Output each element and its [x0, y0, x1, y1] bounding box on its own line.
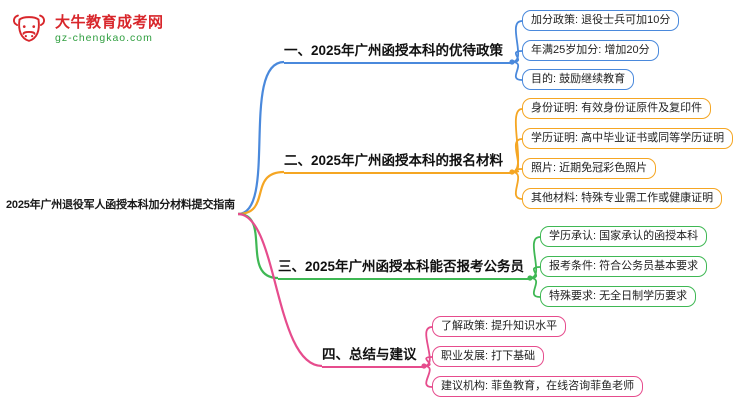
link-branch1-leaf	[511, 20, 523, 63]
branch-2-label[interactable]: 二、2025年广州函授本科的报名材料	[284, 151, 512, 174]
branch-1-label[interactable]: 一、2025年广州函授本科的优待政策	[284, 41, 512, 64]
leaf-degree-recognition[interactable]: 学历承认: 国家承认的函授本科	[540, 226, 708, 247]
leaf-purpose[interactable]: 目的: 鼓励继续教育	[522, 69, 635, 90]
branch-4-label[interactable]: 四、总结与建议	[322, 345, 424, 368]
logo-text-block: 大牛教育成考网 gz-chengkao.com	[55, 14, 164, 45]
leaf-education-proof[interactable]: 学历证明: 高中毕业证书或同等学历证明	[522, 128, 734, 149]
leaf-special-require[interactable]: 特殊要求: 无全日制学历要求	[540, 286, 697, 307]
leaf-bonus-policy[interactable]: 加分政策: 退役士兵可加10分	[522, 10, 680, 31]
link-root-branch2	[237, 170, 285, 216]
logo-site-url: gz-chengkao.com	[55, 31, 153, 44]
link-branch1-leaf	[511, 61, 523, 81]
leaf-identity-proof[interactable]: 身份证明: 有效身份证原件及复印件	[522, 98, 712, 119]
site-logo[interactable]: 大牛教育成考网 gz-chengkao.com	[10, 10, 164, 48]
root-node[interactable]: 2025年广州退役军人函授本科加分材料提交指南	[6, 199, 235, 211]
leaf-exam-conditions[interactable]: 报考条件: 符合公务员基本要求	[540, 256, 708, 277]
link-root-branch1	[237, 60, 285, 216]
leaf-other-materials[interactable]: 其他材料: 特殊专业需工作或健康证明	[522, 188, 723, 209]
branch-3-label[interactable]: 三、2025年广州函授本科能否报考公务员	[278, 257, 530, 280]
leaf-age-bonus[interactable]: 年满25岁加分: 增加20分	[522, 40, 659, 61]
link-branch3-leaf	[529, 277, 541, 298]
leaf-recommend-org[interactable]: 建议机构: 菲鱼教育，在线咨询菲鱼老师	[432, 376, 644, 397]
link-branch4-leaf	[423, 365, 433, 388]
leaf-photo[interactable]: 照片: 近期免冠彩色照片	[522, 158, 657, 179]
link-root-branch4	[237, 212, 323, 368]
leaf-know-policy[interactable]: 了解政策: 提升知识水平	[432, 316, 567, 337]
bull-icon	[13, 14, 45, 42]
logo-site-name: 大牛教育成考网	[55, 13, 164, 31]
link-branch2-leaf	[511, 171, 523, 200]
leaf-career-develop[interactable]: 职业发展: 打下基础	[432, 346, 545, 367]
link-branch3-leaf	[529, 236, 541, 279]
link-branch4-leaf	[423, 326, 433, 367]
